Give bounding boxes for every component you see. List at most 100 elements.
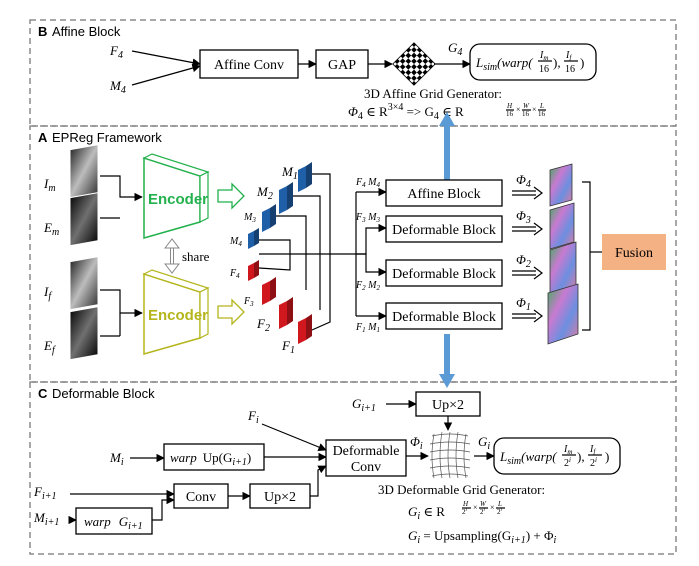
fusion-label: Fusion [615, 246, 653, 261]
c-deformable-conv-line1: Deformable [333, 444, 400, 459]
svg-text:×: × [532, 105, 537, 114]
c-generator-title: 3D Deformable Grid Generator: [378, 482, 545, 497]
fusion-box [602, 234, 666, 270]
svg-text:),: ), [553, 55, 561, 70]
input-image-ef [69, 306, 99, 361]
affine-loss-im-frac: Im [539, 50, 548, 62]
section-letter-a: A [38, 130, 48, 145]
svg-text:),: ), [577, 449, 585, 464]
phi-2-label: Φ2 [516, 252, 531, 270]
phi-4-label: Φ4 [516, 172, 531, 190]
affine-conv-box [199, 49, 299, 79]
feature-m1-label: M1 [281, 164, 298, 182]
input-image-if [69, 256, 99, 311]
c-gi-label: Gi [478, 434, 490, 452]
feature-m3 [262, 204, 276, 232]
c-generator-exponent: H 2i × W 2i × L 2i [462, 500, 505, 516]
svg-text:Encoder: Encoder [148, 307, 208, 324]
block-deformable-2 [385, 259, 503, 287]
c-deformed-grid-icon [429, 431, 471, 479]
c-loss-if-den: 2i [590, 456, 597, 469]
c-up-box-bottom [249, 483, 311, 509]
c-fi-label: Fi [247, 408, 259, 426]
phi-arrows [512, 186, 543, 323]
svg-text:): ) [605, 449, 609, 464]
input-label-em: Em [43, 220, 59, 238]
deformable-section-frame [29, 381, 677, 555]
svg-text:W: W [480, 500, 487, 508]
svg-text:Encoder: Encoder [148, 191, 208, 208]
affine-generator-title: 3D Affine Grid Generator: [364, 86, 502, 101]
section-title-affine: Affine Block [52, 24, 121, 39]
block-deformable-1-label: Deformable Block [392, 310, 496, 325]
svg-text:L: L [539, 102, 544, 110]
gap-label: GAP [328, 58, 356, 73]
svg-text:H: H [462, 500, 469, 508]
affine-generator-exponent: H [506, 102, 513, 110]
share-arrow [163, 238, 181, 274]
encoder-top: Encoder [142, 153, 210, 239]
feature-m3-label: M3 [243, 212, 256, 224]
pair-label-1: F1 M1 [355, 322, 380, 334]
input-label-ef: Ef [43, 338, 56, 356]
c-deformable-conv-box [325, 439, 407, 477]
feature-f3-label: F3 [243, 296, 254, 308]
section-letter-b: B [38, 24, 47, 39]
affine-loss-box [469, 43, 597, 81]
c-generator-line2: Gi = Upsampling(Gi+1) + Φi [408, 528, 556, 546]
affine-loss-im-den: 16 [539, 64, 549, 75]
c-mi-label: Mi [109, 450, 124, 468]
affine-g4-label: G4 [448, 40, 462, 58]
affine-conv-label: Affine Conv [214, 58, 284, 73]
block-affine [385, 179, 503, 207]
section-title-framework: EPReg Framework [52, 130, 162, 145]
encoder-bottom: Encoder [142, 269, 210, 355]
c-loss-im-num: Im [563, 444, 572, 456]
c-generator-line1: Gi ∈ R [408, 504, 445, 522]
encoder-top-output-arrow [217, 182, 245, 210]
affine-f4-label: F4 [109, 43, 123, 61]
feature-f3 [262, 277, 276, 305]
pair-label-2: F2 M2 [355, 280, 380, 292]
feature-m4 [248, 228, 259, 249]
svg-text:16: 16 [522, 110, 530, 118]
svg-text:16: 16 [538, 110, 546, 118]
c-loss-im-den: 2i [564, 456, 571, 469]
c-up-label-top: Up×2 [432, 398, 464, 413]
input-image-em [69, 192, 99, 247]
c-warp-g-box [75, 507, 153, 535]
affine-m4-label: M4 [109, 78, 126, 96]
affine-loss-if-den: 16 [565, 64, 575, 75]
pair-label-4: F4 M4 [355, 177, 380, 189]
svg-text:W: W [523, 102, 530, 110]
phi-3-label: Φ3 [516, 208, 531, 226]
feature-m2-label: M2 [256, 184, 273, 202]
feature-f1 [298, 314, 312, 344]
c-loss-box [493, 437, 621, 475]
feature-f4-label: F4 [229, 268, 240, 280]
block-deformable-2-label: Deformable Block [392, 267, 496, 282]
c-deformable-conv-line2: Conv [351, 460, 381, 475]
feature-f2 [279, 297, 293, 329]
input-label-im: Im [43, 176, 56, 194]
c-gprev-label: Gi+1 [352, 396, 376, 414]
feature-m1 [298, 162, 312, 192]
encoder-bottom-output-arrow [217, 298, 245, 326]
c-up-box-top [415, 391, 481, 417]
pair-label-3: F3 M3 [355, 212, 380, 224]
block-deformable-1 [385, 302, 503, 330]
svg-text:L: L [497, 500, 502, 508]
svg-text:2i: 2i [462, 508, 468, 516]
field-thumb-3 [549, 202, 575, 250]
block-affine-label: Affine Block [407, 187, 480, 202]
svg-text:×: × [516, 105, 521, 114]
feature-f1-label: F1 [281, 338, 295, 356]
svg-text:16: 16 [506, 110, 514, 118]
c-conv-label: Conv [186, 490, 216, 505]
field-thumb-1 [547, 283, 579, 345]
input-label-if: If [43, 284, 52, 302]
svg-text:2i: 2i [480, 508, 486, 516]
c-mi1-label: Mi+1 [33, 510, 59, 528]
